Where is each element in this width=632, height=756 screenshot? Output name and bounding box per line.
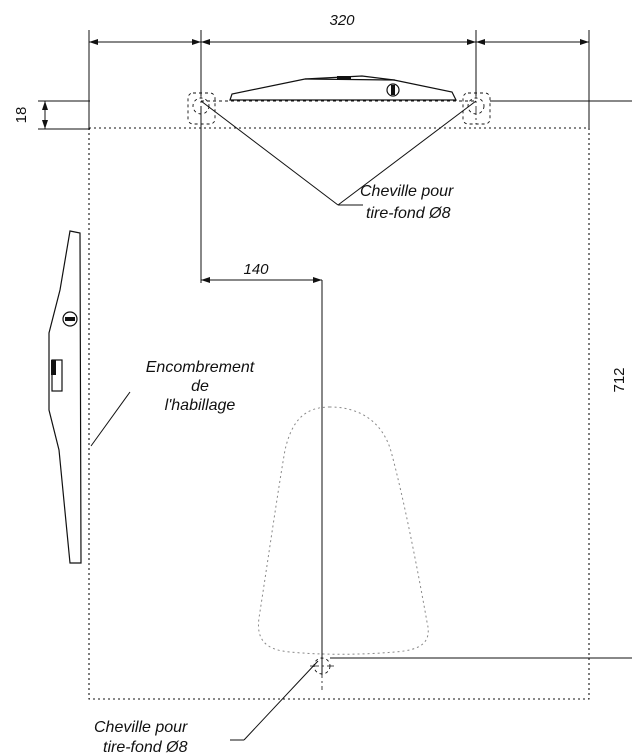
side-screw-icon [62, 311, 78, 327]
top-bracket [201, 75, 476, 102]
dimension-axis-140: 140 [200, 106, 322, 283]
anchor-bottom-leader: Cheville pour tire-fond Ø8 [94, 660, 319, 756]
dimension-712-label: 712 [611, 367, 628, 392]
dimension-offset-18: 18 [13, 100, 90, 130]
casing-label-line3: l'habillage [165, 397, 236, 414]
fixture-outline [257, 406, 429, 655]
anchor-top-leader: Cheville pour tire-fond Ø8 [200, 100, 477, 222]
casing-outline [88, 127, 590, 700]
dimension-320-label: 320 [329, 12, 355, 29]
anchor-top-right [462, 89, 491, 125]
dimension-height-712: 712 [330, 100, 632, 659]
anchor-top-label-line2: tire-fond Ø8 [366, 205, 451, 222]
side-profile [48, 230, 82, 564]
anchor-top-label-line1: Cheville pour [360, 183, 454, 200]
casing-label: Encombrement de l'habillage [90, 359, 255, 447]
casing-label-line2: de [191, 378, 209, 395]
anchor-bottom-label-line2: tire-fond Ø8 [103, 739, 188, 756]
casing-label-line1: Encombrement [146, 359, 255, 376]
dimension-width: 320 [88, 12, 590, 128]
anchor-bottom-label-line1: Cheville pour [94, 719, 188, 736]
dimension-18-label: 18 [13, 107, 30, 124]
dimension-140-label: 140 [243, 261, 269, 278]
screw-icon [386, 83, 400, 97]
